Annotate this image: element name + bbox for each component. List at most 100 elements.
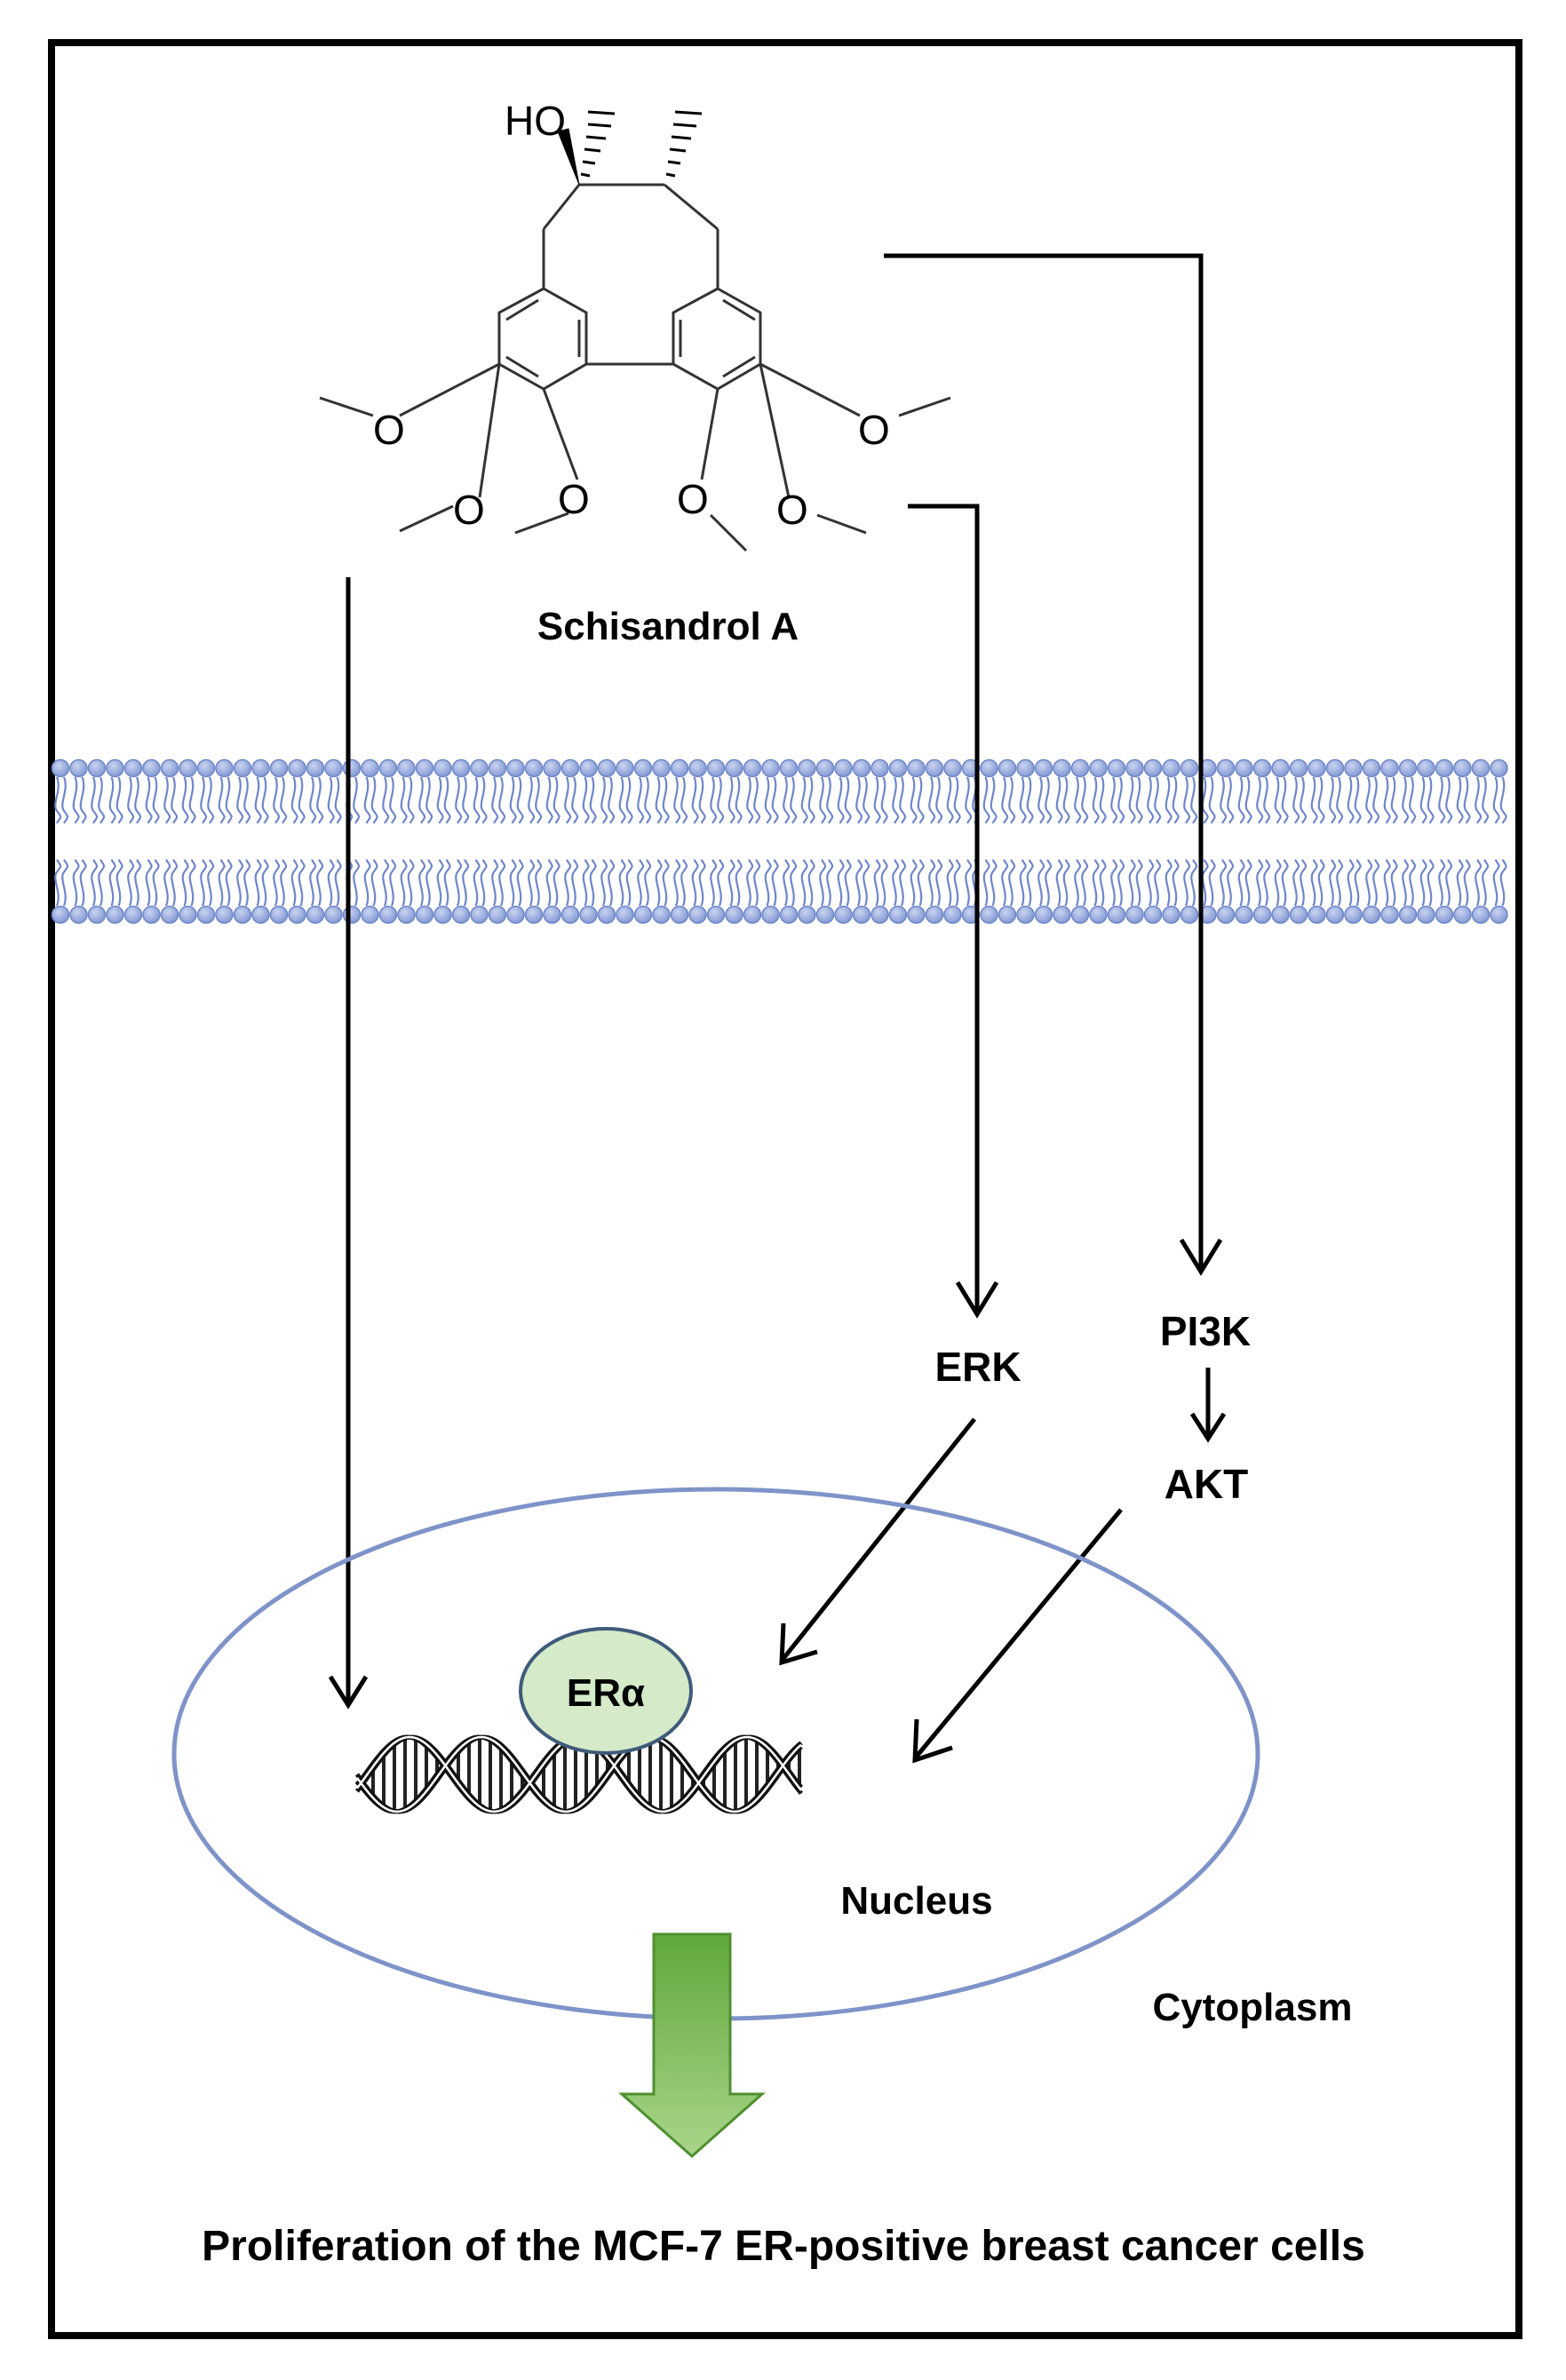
lipid-tail bbox=[1074, 859, 1082, 907]
lipid-tail bbox=[1128, 776, 1136, 824]
lipid-head bbox=[179, 758, 197, 778]
pathway-arrows bbox=[328, 253, 1227, 1764]
akt-to-nucleus-arrow bbox=[913, 1508, 1123, 1760]
lipid-head bbox=[798, 758, 816, 778]
lipid-head bbox=[1070, 905, 1090, 924]
hydroxyl-label: HO bbox=[505, 98, 566, 144]
lipid-tail bbox=[1354, 859, 1362, 907]
lipid-tail bbox=[134, 776, 142, 824]
lipid-head bbox=[378, 758, 398, 778]
lipid-head bbox=[761, 905, 780, 924]
methoxy-o-5: O bbox=[776, 487, 808, 533]
lipid-head bbox=[69, 905, 88, 924]
lipid-tail bbox=[807, 859, 815, 907]
lipid-tail bbox=[1172, 859, 1180, 907]
lipid-tail bbox=[498, 776, 506, 824]
lipid-tail bbox=[1001, 859, 1009, 907]
schisandrol-a-structure bbox=[319, 110, 951, 552]
lipid-tail bbox=[382, 776, 390, 824]
lipid-tail bbox=[1190, 776, 1198, 824]
lipid-tail bbox=[225, 859, 233, 907]
lipid-tail bbox=[655, 776, 663, 824]
lipid-tail bbox=[261, 859, 269, 907]
lipid-tail bbox=[1201, 859, 1209, 907]
lipid-tail bbox=[236, 776, 244, 824]
lipid-head bbox=[652, 905, 671, 924]
lipid-head bbox=[1053, 758, 1071, 778]
lipid-tail bbox=[1183, 859, 1191, 907]
lipid-tail bbox=[637, 859, 645, 907]
lipid-head bbox=[1435, 905, 1454, 924]
lipid-head bbox=[1380, 758, 1399, 778]
lipid-tail bbox=[965, 859, 973, 907]
lipid-tail bbox=[564, 859, 572, 907]
lipid-tail bbox=[1419, 859, 1427, 907]
lipid-tail bbox=[1099, 859, 1107, 907]
lipid-tail bbox=[571, 859, 579, 907]
lipid-tail bbox=[1026, 859, 1034, 907]
lipid-tail bbox=[443, 776, 451, 824]
lipid-tail bbox=[1208, 776, 1216, 824]
lipid-tail bbox=[662, 776, 670, 824]
lipid-tail bbox=[1499, 859, 1507, 907]
lipid-tail bbox=[746, 776, 754, 824]
lipid-tail bbox=[1045, 859, 1053, 907]
lipid-tail bbox=[1227, 776, 1235, 824]
lipid-tail bbox=[552, 776, 560, 824]
lipid-tail bbox=[1317, 776, 1325, 824]
lipid-tail bbox=[218, 776, 226, 824]
pi3k-to-akt-arrowhead bbox=[1189, 1412, 1227, 1443]
lipid-tail bbox=[134, 859, 142, 907]
lipid-tail bbox=[662, 859, 670, 907]
lipid-tail bbox=[698, 859, 706, 907]
lipid-head bbox=[433, 758, 452, 778]
lipid-tail bbox=[1419, 776, 1427, 824]
erk-to-nucleus-arrowhead bbox=[779, 1622, 818, 1666]
erk-route-arrow bbox=[908, 504, 980, 1314]
lipid-head bbox=[1216, 758, 1236, 778]
lipid-tail bbox=[717, 776, 725, 824]
lipid-tail bbox=[1365, 776, 1373, 824]
lipid-tail bbox=[236, 859, 244, 907]
lipid-tail bbox=[990, 776, 998, 824]
lipid-tail bbox=[1445, 859, 1453, 907]
lipid-tail bbox=[1110, 776, 1118, 824]
lipid-tail bbox=[1354, 776, 1362, 824]
lipid-head bbox=[1143, 905, 1163, 924]
methoxy-o-1: O bbox=[373, 407, 405, 453]
lipid-tail bbox=[528, 859, 536, 907]
lipid-head bbox=[342, 758, 362, 778]
lipid-tail bbox=[710, 859, 718, 907]
lipid-tail bbox=[309, 776, 317, 824]
lipid-tail bbox=[400, 859, 408, 907]
lipid-tail bbox=[1165, 776, 1173, 824]
molecule-name: Schisandrol A bbox=[537, 605, 799, 648]
lipid-head bbox=[1325, 905, 1345, 924]
lipid-tail bbox=[327, 776, 335, 824]
lipid-tail bbox=[1292, 776, 1300, 824]
pi3k-route-arrow bbox=[884, 253, 1204, 1272]
lipid-tail bbox=[953, 776, 961, 824]
lipid-tail bbox=[655, 859, 663, 907]
lipid-tail bbox=[807, 776, 815, 824]
lipid-tail bbox=[1499, 776, 1507, 824]
lipid-tail bbox=[800, 776, 808, 824]
lipid-head bbox=[288, 905, 306, 924]
lipid-head bbox=[251, 905, 270, 924]
lipid-tail bbox=[1347, 776, 1355, 824]
lipid-tail bbox=[163, 859, 171, 907]
lipid-tail bbox=[1110, 859, 1118, 907]
erk-to-nucleus-arrow bbox=[780, 1417, 976, 1662]
lipid-tail bbox=[225, 776, 233, 824]
cell-membrane bbox=[51, 758, 1508, 924]
lipid-head bbox=[269, 905, 289, 924]
lipid-head bbox=[1252, 758, 1272, 778]
lipid-tail bbox=[1300, 859, 1308, 907]
lipid-tail bbox=[644, 859, 652, 907]
lipid-head bbox=[1016, 758, 1035, 778]
lipid-tail bbox=[443, 859, 451, 907]
lipid-head bbox=[106, 758, 124, 778]
lipid-tail bbox=[1026, 776, 1034, 824]
lipid-tail bbox=[462, 859, 470, 907]
lipid-tail bbox=[1492, 776, 1500, 824]
